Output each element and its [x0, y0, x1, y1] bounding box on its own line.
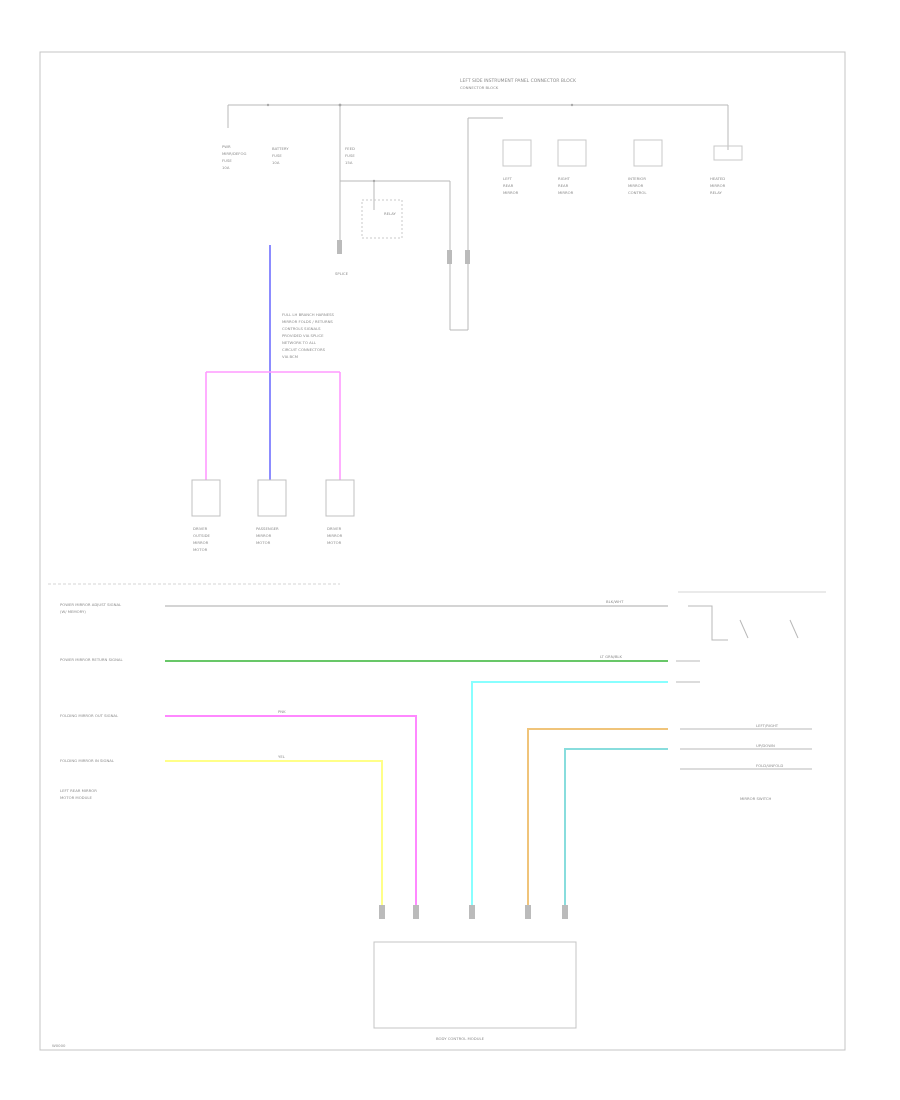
svg-text:10A: 10A: [272, 160, 280, 165]
svg-text:DRIVER: DRIVER: [193, 526, 208, 531]
svg-text:MOTOR: MOTOR: [193, 547, 208, 552]
left-module-label: LEFT REAR MIRROR MOTOR MODULE: [60, 788, 97, 800]
mirror-switch-text: LEFT/RIGHT UP/DOWN FOLD/UNFOLD MIRROR SW…: [740, 723, 783, 801]
svg-text:MIRR/DEFOG: MIRR/DEFOG: [222, 151, 246, 156]
switch-row-label: LEFT/RIGHT: [756, 723, 779, 728]
top-components: [502, 139, 743, 167]
svg-text:MIRROR: MIRROR: [327, 533, 343, 538]
svg-text:MIRROR: MIRROR: [628, 183, 644, 188]
left-module-line1: LEFT REAR MIRROR: [60, 788, 97, 793]
wire-row-code: BLK/WHT: [606, 599, 624, 604]
switch-contacts: [676, 605, 799, 683]
left-fuse-text: PWR MIRR/DEFOG FUSE 10A BATTERY FUSE 10A FE…: [222, 144, 355, 170]
svg-text:PWR: PWR: [222, 144, 231, 149]
branch-modules: [191, 479, 355, 517]
bcm-pins: [379, 905, 568, 919]
wire-row-label: FOLDING MIRROR OUT SIGNAL: [60, 713, 119, 718]
top-power-bus: [227, 104, 729, 331]
diagram-frame: [39, 51, 846, 1051]
svg-text:MIRROR: MIRROR: [558, 190, 574, 195]
svg-text:MOTOR: MOTOR: [256, 540, 271, 545]
top-bus-nodes: [266, 103, 574, 183]
svg-text:MIRROR: MIRROR: [710, 183, 726, 188]
signal-wires: [165, 605, 668, 905]
svg-text:REAR: REAR: [503, 183, 514, 188]
wire-row-code: PNK: [278, 709, 286, 714]
svg-text:MIRROR: MIRROR: [256, 533, 272, 538]
svg-text:FEED: FEED: [345, 146, 355, 151]
svg-text:NETWORK TO ALL: NETWORK TO ALL: [282, 340, 317, 345]
svg-text:10A: 10A: [222, 165, 230, 170]
mirror-switch-rows: [680, 728, 812, 770]
connector-pins: [337, 240, 470, 264]
wire-row-code: LT GRN/BLK: [600, 654, 623, 659]
top-component-text: LEFT REAR MIRROR RIGHT REAR MIRROR INTERIOR M…: [503, 176, 726, 195]
top-fuse-block-label: LEFT SIDE INSTRUMENT PANEL CONNECTOR BLO…: [460, 78, 577, 84]
wire-row-label: POWER MIRROR ADJUST SIGNAL: [60, 602, 122, 607]
svg-text:FUSE: FUSE: [272, 153, 282, 158]
svg-text:INTERIOR: INTERIOR: [628, 176, 646, 181]
svg-text:PASSENGER: PASSENGER: [256, 526, 279, 531]
splice-label: SPLICE: [335, 271, 349, 276]
svg-text:MIRROR FOLDS / RETURNS: MIRROR FOLDS / RETURNS: [282, 319, 333, 324]
small-relay-label: RELAY: [384, 211, 397, 216]
svg-text:FUSE: FUSE: [345, 153, 355, 158]
mirror-switch-label: MIRROR SWITCH: [740, 796, 772, 801]
left-module-line2: MOTOR MODULE: [60, 795, 93, 800]
svg-text:FULL LH BRANCH HARNESS: FULL LH BRANCH HARNESS: [282, 312, 335, 317]
svg-text:MIRROR: MIRROR: [503, 190, 519, 195]
svg-text:CIRCUIT CONNECTORS: CIRCUIT CONNECTORS: [282, 347, 326, 352]
branch-module-text: DRIVER OUTSIDE MIRROR MOTOR PASSENGER MIRROR…: [193, 526, 343, 552]
switch-row-label: FOLD/UNFOLD: [756, 763, 783, 768]
svg-text:LEFT: LEFT: [503, 176, 513, 181]
svg-text:RIGHT: RIGHT: [558, 176, 571, 181]
svg-text:BATTERY: BATTERY: [272, 146, 289, 151]
svg-text:VIA BCM: VIA BCM: [282, 354, 298, 359]
wire-row-label: FOLDING MIRROR IN SIGNAL: [60, 758, 115, 763]
footer-title: BODY CONTROL MODULE: [436, 1036, 485, 1041]
wire-labels: POWER MIRROR ADJUST SIGNAL (W/ MEMORY) B…: [60, 599, 624, 763]
svg-text:15A: 15A: [345, 160, 353, 165]
svg-text:RELAY: RELAY: [710, 190, 723, 195]
small-relay-box: [361, 199, 403, 239]
svg-text:CONTROL: CONTROL: [628, 190, 647, 195]
corner-code: W0000: [52, 1043, 66, 1048]
svg-text:OUTSIDE: OUTSIDE: [193, 533, 211, 538]
bcm-box: [373, 941, 577, 1029]
svg-text:FUSE: FUSE: [222, 158, 232, 163]
switch-row-label: UP/DOWN: [756, 743, 775, 748]
svg-text:PROVIDED VIA SPLICE: PROVIDED VIA SPLICE: [282, 333, 324, 338]
wire-row-label: POWER MIRROR RETURN SIGNAL: [60, 657, 124, 662]
svg-text:REAR: REAR: [558, 183, 569, 188]
branch-note: FULL LH BRANCH HARNESS MIRROR FOLDS / RE…: [282, 312, 335, 359]
wire-row-sub: (W/ MEMORY): [60, 609, 86, 614]
svg-text:CONTROLS SIGNALS: CONTROLS SIGNALS: [282, 326, 321, 331]
svg-text:MOTOR: MOTOR: [327, 540, 342, 545]
svg-text:MIRROR: MIRROR: [193, 540, 209, 545]
wire-row-code: YEL: [278, 754, 286, 759]
svg-text:HEATED: HEATED: [710, 176, 725, 181]
svg-text:DRIVER: DRIVER: [327, 526, 342, 531]
branch-lines: [205, 371, 341, 480]
top-fuse-block-sublabel: CONNECTOR BLOCK: [460, 85, 499, 90]
